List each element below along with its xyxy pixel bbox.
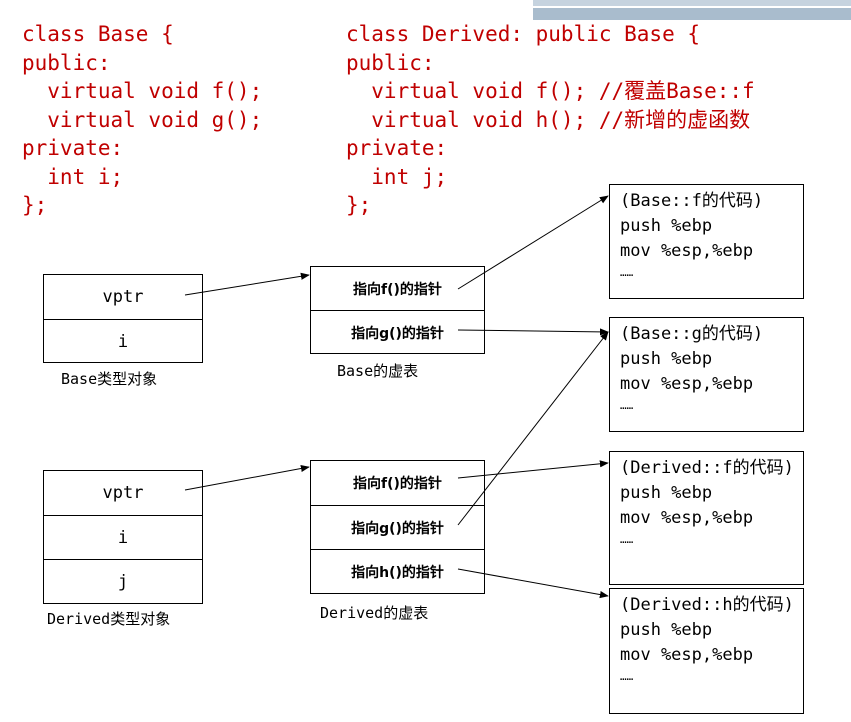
code-line: };: [22, 193, 48, 217]
code-line: virtual void f(); //覆盖Base::f: [346, 79, 755, 103]
code-line: int j;: [346, 164, 448, 189]
code-line: public:: [22, 50, 111, 75]
code-line: private:: [22, 136, 124, 160]
base-object-vptr-cell: vptr: [44, 275, 202, 320]
code-box-ellipsis: ……: [620, 533, 634, 546]
code-box-ellipsis: ……: [620, 670, 634, 683]
derived-class-code: class Derived: public Base { public: vir…: [346, 20, 755, 220]
code-line: int i;: [22, 164, 124, 189]
code-box-ellipsis: ……: [620, 266, 634, 279]
base-vtable-f-slot: 指向f()的指针: [311, 267, 484, 311]
code-box-line: mov %esp,%ebp: [620, 241, 754, 261]
base-vtable-g-slot: 指向g()的指针: [351, 325, 444, 342]
code-line: class Base {: [22, 22, 174, 46]
derived-vtable-g-slot: 指向g()的指针: [311, 506, 484, 550]
code-box-line: mov %esp,%ebp: [620, 645, 754, 665]
base-f-code-box: (Base::f的代码) push %ebp mov %esp,%ebp ……: [609, 184, 804, 299]
base-vtable-caption: Base的虚表: [337, 362, 419, 380]
code-line: private:: [346, 136, 448, 160]
code-box-line: (Derived::f的代码): [620, 458, 794, 478]
arrow-derived-h-to-code: [457, 568, 609, 599]
derived-object-caption: Derived类型对象: [47, 610, 171, 628]
derived-object-i-cell: i: [44, 516, 202, 560]
code-box-line: push %ebp: [620, 483, 713, 503]
derived-vtable: 指向f()的指针 指向g()的指针 指向h()的指针: [310, 460, 485, 594]
code-box-line: push %ebp: [620, 620, 713, 640]
base-class-code: class Base { public: virtual void f(); v…: [22, 20, 262, 220]
base-object-layout: vptr i: [43, 274, 203, 363]
code-line: virtual void f();: [22, 79, 263, 103]
arrow-base-f-to-code: [457, 195, 609, 290]
derived-vtable-f-slot: 指向f()的指针: [311, 461, 484, 506]
code-line: virtual void h(); //新增的虚函数: [346, 107, 751, 132]
code-box-line: (Derived::h的代码): [620, 595, 794, 615]
base-object-caption: Base类型对象: [61, 370, 158, 388]
derived-object-j-cell: j: [117, 572, 129, 592]
code-box-line: mov %esp,%ebp: [620, 508, 754, 528]
code-box-ellipsis: ……: [620, 399, 634, 412]
code-line: };: [346, 193, 372, 217]
derived-h-code-box: (Derived::h的代码) push %ebp mov %esp,%ebp …: [609, 588, 804, 714]
derived-object-vptr-cell: vptr: [44, 471, 202, 516]
code-box-line: push %ebp: [620, 216, 713, 236]
code-line: public:: [346, 50, 435, 75]
arrow-base-vptr-to-vtable: [184, 272, 310, 296]
arrow-derived-f-to-code: [457, 460, 609, 479]
code-box-line: (Base::g的代码): [620, 324, 764, 344]
base-vtable: 指向f()的指针 指向g()的指针: [310, 266, 485, 354]
code-box-line: (Base::f的代码): [620, 191, 764, 211]
arrow-base-g-to-code: [457, 328, 609, 336]
code-line: virtual void g();: [22, 107, 263, 132]
derived-f-code-box: (Derived::f的代码) push %ebp mov %esp,%ebp …: [609, 451, 804, 585]
derived-vtable-h-slot: 指向h()的指针: [351, 565, 444, 581]
code-box-line: mov %esp,%ebp: [620, 374, 754, 394]
header-decoration-bar-dark: [533, 8, 851, 20]
code-box-line: push %ebp: [620, 349, 713, 369]
derived-vtable-caption: Derived的虚表: [320, 604, 429, 622]
base-object-i-cell: i: [117, 331, 129, 352]
arrow-derived-vptr-to-vtable: [184, 464, 310, 491]
derived-object-layout: vptr i j: [43, 470, 203, 604]
base-g-code-box: (Base::g的代码) push %ebp mov %esp,%ebp ……: [609, 317, 804, 432]
header-decoration-bar: [533, 0, 851, 6]
arrow-derived-g-to-base-g-code: [457, 331, 609, 526]
code-line: class Derived: public Base {: [346, 22, 701, 46]
